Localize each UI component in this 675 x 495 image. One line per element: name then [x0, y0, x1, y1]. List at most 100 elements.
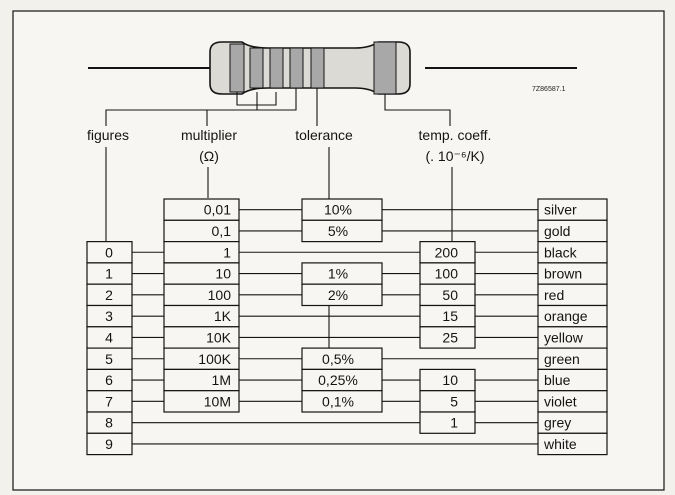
cell-color-blue: blue [537, 368, 608, 392]
cell-text: 100K [198, 351, 231, 367]
cell-text: 6 [105, 372, 113, 388]
cell-text: grey [544, 415, 571, 431]
cell-color-white: white [537, 432, 608, 456]
cell-text: 1K [214, 308, 232, 324]
cell-color-red: red [537, 283, 608, 307]
cell-text: 3 [105, 308, 113, 324]
cell-text: 0 [105, 244, 113, 260]
cell-text: 0,01 [204, 202, 231, 218]
cell-text: 100 [208, 287, 232, 303]
cell-color-orange: orange [537, 304, 608, 328]
cell-color-black: black [537, 241, 608, 264]
cell-text: 10M [204, 393, 231, 409]
cell-figure-green: 5 [86, 347, 133, 371]
cell-temp-coeff-blue: 10 [419, 368, 476, 392]
cell-temp-coeff-black: 200 [419, 241, 476, 264]
cell-tolerance-silver: 10% [301, 198, 383, 221]
cell-tolerance-red: 2% [301, 283, 383, 307]
cell-text: red [544, 287, 564, 303]
cell-figure-blue: 6 [86, 368, 133, 392]
cell-color-silver: silver [537, 198, 608, 221]
cell-text: yellow [544, 329, 584, 345]
cell-text: 5 [450, 393, 458, 409]
cell-text: 0,5% [322, 351, 354, 367]
cell-text: 10 [215, 266, 231, 282]
cell-tolerance-brown: 1% [301, 262, 383, 285]
cell-text: 1 [450, 415, 458, 431]
cell-color-gold: gold [537, 219, 608, 243]
cell-multiplier-gold: 0,1 [163, 219, 240, 243]
cell-temp-coeff-orange: 15 [419, 304, 476, 328]
cell-text: 1 [105, 266, 113, 282]
band-bracket-lines [105, 88, 451, 126]
cell-box [301, 390, 383, 413]
cell-figure-red: 2 [86, 283, 133, 307]
header-figures: figures [87, 127, 129, 143]
header-multiplier-unit: (Ω) [199, 148, 219, 164]
resistor-illustration: 7Z86587.1 [88, 41, 577, 95]
cell-text: black [544, 244, 578, 260]
cell-text: 15 [442, 308, 458, 324]
cell-text: brown [544, 266, 582, 282]
cell-text: 1M [212, 372, 231, 388]
cell-text: 100 [435, 266, 459, 282]
cell-multiplier-green: 100K [163, 347, 240, 371]
cell-box [419, 390, 476, 413]
header-drop-lines [105, 147, 453, 253]
row-connector-lines [132, 209, 538, 445]
cell-text: 8 [105, 415, 113, 431]
cell-box [163, 390, 240, 413]
cell-multiplier-red: 100 [163, 283, 240, 307]
cell-text: 0,1 [212, 223, 232, 239]
cell-multiplier-blue: 1M [163, 368, 240, 392]
cell-text: 0,1% [322, 393, 354, 409]
cell-text: 4 [105, 329, 113, 345]
cell-tolerance-green: 0,5% [301, 347, 383, 371]
cell-temp-coeff-violet: 5 [419, 390, 476, 413]
cell-text: 2% [328, 287, 348, 303]
cell-text: 7 [105, 393, 113, 409]
cell-multiplier-orange: 1K [163, 304, 240, 328]
cell-color-yellow: yellow [537, 326, 608, 349]
cell-figure-brown: 1 [86, 262, 133, 285]
cell-multiplier-brown: 10 [163, 262, 240, 285]
cell-figure-orange: 3 [86, 304, 133, 328]
cell-multiplier-violet: 10M [163, 390, 240, 413]
cell-figure-black: 0 [86, 241, 133, 264]
cell-box [419, 326, 476, 349]
cell-color-violet: violet [537, 390, 608, 413]
cell-text: 25 [442, 329, 458, 345]
cell-temp-coeff-grey: 1 [419, 411, 476, 434]
cell-text: green [544, 351, 580, 367]
header-tolerance: tolerance [295, 127, 353, 143]
cell-box [301, 283, 383, 307]
cell-text: orange [544, 308, 588, 324]
cell-box [301, 219, 383, 243]
cell-text: gold [544, 223, 570, 239]
cell-multiplier-yellow: 10K [163, 326, 240, 349]
cell-temp-coeff-red: 50 [419, 283, 476, 307]
header-temp-coeff: temp. coeff. [419, 127, 492, 143]
cell-text: 5 [105, 351, 113, 367]
cell-multiplier-silver: 0,01 [163, 198, 240, 221]
cell-tolerance-violet: 0,1% [301, 390, 383, 413]
cell-box [86, 432, 133, 456]
cell-text: 2 [105, 287, 113, 303]
cell-tolerance-blue: 0,25% [301, 368, 383, 392]
cell-text: 1 [223, 244, 231, 260]
cell-text: violet [544, 393, 577, 409]
cell-text: 10K [206, 329, 232, 345]
cell-text: white [543, 436, 577, 452]
header-multiplier: multiplier [181, 127, 237, 143]
cell-text: 5% [328, 223, 348, 239]
cell-temp-coeff-yellow: 25 [419, 326, 476, 349]
column-headers: figures multiplier (Ω) tolerance temp. c… [87, 127, 491, 164]
cell-figure-grey: 8 [86, 411, 133, 434]
cell-text: 50 [442, 287, 458, 303]
cell-text: 0,25% [318, 372, 358, 388]
cell-text: 10 [442, 372, 458, 388]
cell-color-grey: grey [537, 411, 608, 434]
header-temp-coeff-unit: (. 10⁻⁶/K) [425, 148, 484, 164]
